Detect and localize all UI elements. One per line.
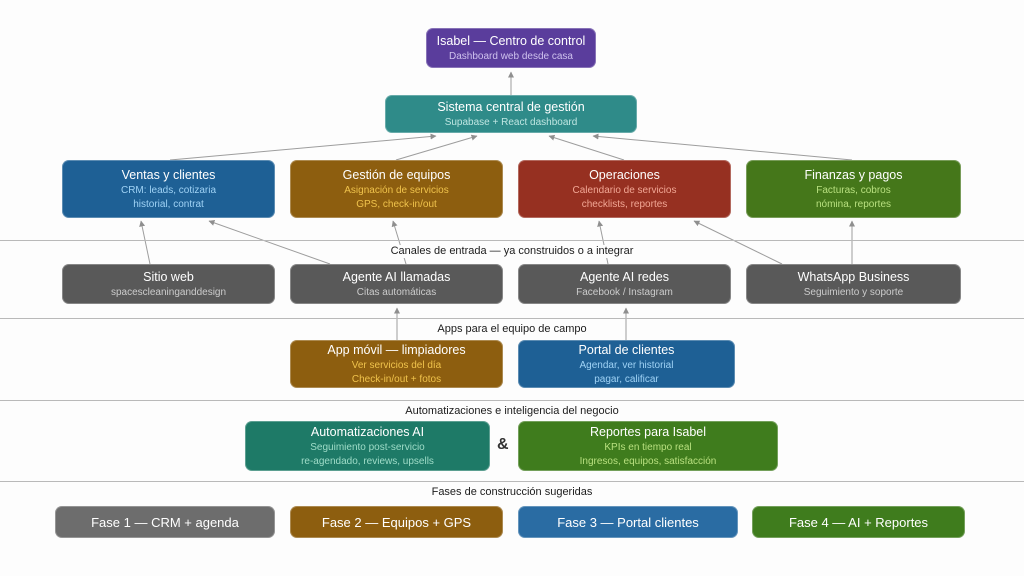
node-subtitle: Dashboard web desde casa xyxy=(449,50,573,62)
node-subtitle: Seguimiento post-servicio xyxy=(310,441,425,453)
fase-label: Fase 4 — AI + Reportes xyxy=(788,514,929,530)
node-operaciones: Operaciones Calendario de servicios chec… xyxy=(518,160,731,218)
node-title: WhatsApp Business xyxy=(797,269,910,284)
node-subtitle: Ver servicios del día xyxy=(351,359,442,371)
edge-ventas-sistema xyxy=(169,133,437,161)
divider-text: Canales de entrada — ya construidos o a … xyxy=(382,245,642,258)
divider-label-canales: Canales de entrada — ya construidos o a … xyxy=(0,241,1024,259)
node-subtitle: KPIs en tiempo real xyxy=(604,441,692,453)
divider-label-automatizaciones: Automatizaciones e inteligencia del nego… xyxy=(0,401,1024,419)
node-subtitle: pagar, calificar xyxy=(594,373,659,385)
node-subtitle: Asignación de servicios xyxy=(344,184,449,196)
node-subtitle: checklists, reportes xyxy=(581,198,668,210)
fase-label: Fase 2 — Equipos + GPS xyxy=(321,514,472,530)
edge-finanzas-sistema xyxy=(592,133,853,161)
node-reportes-isabel: Reportes para Isabel KPIs en tiempo real… xyxy=(518,421,778,471)
node-fase-4: Fase 4 — AI + Reportes xyxy=(752,506,965,538)
ampersand-symbol: & xyxy=(497,436,509,453)
node-subtitle: Seguimiento y soporte xyxy=(803,286,904,298)
node-fase-2: Fase 2 — Equipos + GPS xyxy=(290,506,503,538)
node-title: Portal de clientes xyxy=(578,342,675,357)
divider-line-apps xyxy=(0,318,1024,319)
node-sistema-central: Sistema central de gestión Supabase + Re… xyxy=(385,95,637,133)
node-title: Sistema central de gestión xyxy=(437,99,585,114)
node-subtitle: Supabase + React dashboard xyxy=(444,116,578,128)
node-fase-3: Fase 3 — Portal clientes xyxy=(518,506,738,538)
node-app-movil-limpiadores: App móvil — limpiadores Ver servicios de… xyxy=(290,340,503,388)
node-portal-clientes: Portal de clientes Agendar, ver historia… xyxy=(518,340,735,388)
node-finanzas-pagos: Finanzas y pagos Facturas, cobros nómina… xyxy=(746,160,961,218)
node-agente-ai-llamadas: Agente AI llamadas Citas automáticas xyxy=(290,264,503,304)
divider-line-canales xyxy=(0,240,1024,241)
divider-line-automatizaciones xyxy=(0,400,1024,401)
node-subtitle: Ingresos, equipos, satisfacción xyxy=(579,455,717,467)
node-title: Operaciones xyxy=(589,167,660,182)
fase-label: Fase 1 — CRM + agenda xyxy=(91,514,239,530)
node-title: App móvil — limpiadores xyxy=(327,342,466,357)
fase-label: Fase 3 — Portal clientes xyxy=(557,514,699,530)
node-subtitle: Check-in/out + fotos xyxy=(351,373,442,385)
node-gestion-equipos: Gestión de equipos Asignación de servici… xyxy=(290,160,503,218)
node-title: Isabel — Centro de control xyxy=(436,33,586,48)
node-subtitle: GPS, check-in/out xyxy=(356,198,437,210)
node-whatsapp-business: WhatsApp Business Seguimiento y soporte xyxy=(746,264,961,304)
node-subtitle: Facebook / Instagram xyxy=(576,286,673,298)
divider-text: Apps para el equipo de campo xyxy=(429,323,595,336)
node-subtitle: re-agendado, reviews, upsells xyxy=(301,455,434,467)
edge-operaciones-sistema xyxy=(548,134,625,161)
divider-line-fases xyxy=(0,481,1024,482)
node-isabel-centro-control: Isabel — Centro de control Dashboard web… xyxy=(426,28,596,68)
node-automatizaciones-ai: Automatizaciones AI Seguimiento post-ser… xyxy=(245,421,490,471)
node-subtitle: nómina, reportes xyxy=(815,198,892,210)
node-subtitle: historial, contrat xyxy=(133,198,204,210)
node-title: Gestión de equipos xyxy=(342,167,451,182)
node-subtitle: Citas automáticas xyxy=(356,286,437,298)
node-title: Sitio web xyxy=(143,269,194,284)
node-title: Reportes para Isabel xyxy=(589,424,707,439)
edge-gestion-sistema xyxy=(395,134,478,161)
node-agente-ai-redes: Agente AI redes Facebook / Instagram xyxy=(518,264,731,304)
node-title: Agente AI llamadas xyxy=(342,269,451,284)
node-subtitle: Agendar, ver historial xyxy=(579,359,674,371)
node-title: Agente AI redes xyxy=(580,269,669,284)
node-subtitle: Calendario de servicios xyxy=(572,184,677,196)
divider-label-fases: Fases de construcción sugeridas xyxy=(0,482,1024,500)
node-title: Ventas y clientes xyxy=(121,167,216,182)
node-subtitle: spacescleaninganddesign xyxy=(110,286,227,298)
node-fase-1: Fase 1 — CRM + agenda xyxy=(55,506,275,538)
node-subtitle: CRM: leads, cotizaria xyxy=(120,184,217,196)
divider-text: Fases de construcción sugeridas xyxy=(423,486,601,499)
node-subtitle: Facturas, cobros xyxy=(816,184,891,196)
node-ventas-clientes: Ventas y clientes CRM: leads, cotizaria … xyxy=(62,160,275,218)
divider-label-apps: Apps para el equipo de campo xyxy=(0,319,1024,337)
node-title: Finanzas y pagos xyxy=(804,167,903,182)
node-sitio-web: Sitio web spacescleaninganddesign xyxy=(62,264,275,304)
node-title: Automatizaciones AI xyxy=(310,424,425,439)
divider-text: Automatizaciones e inteligencia del nego… xyxy=(397,405,627,418)
